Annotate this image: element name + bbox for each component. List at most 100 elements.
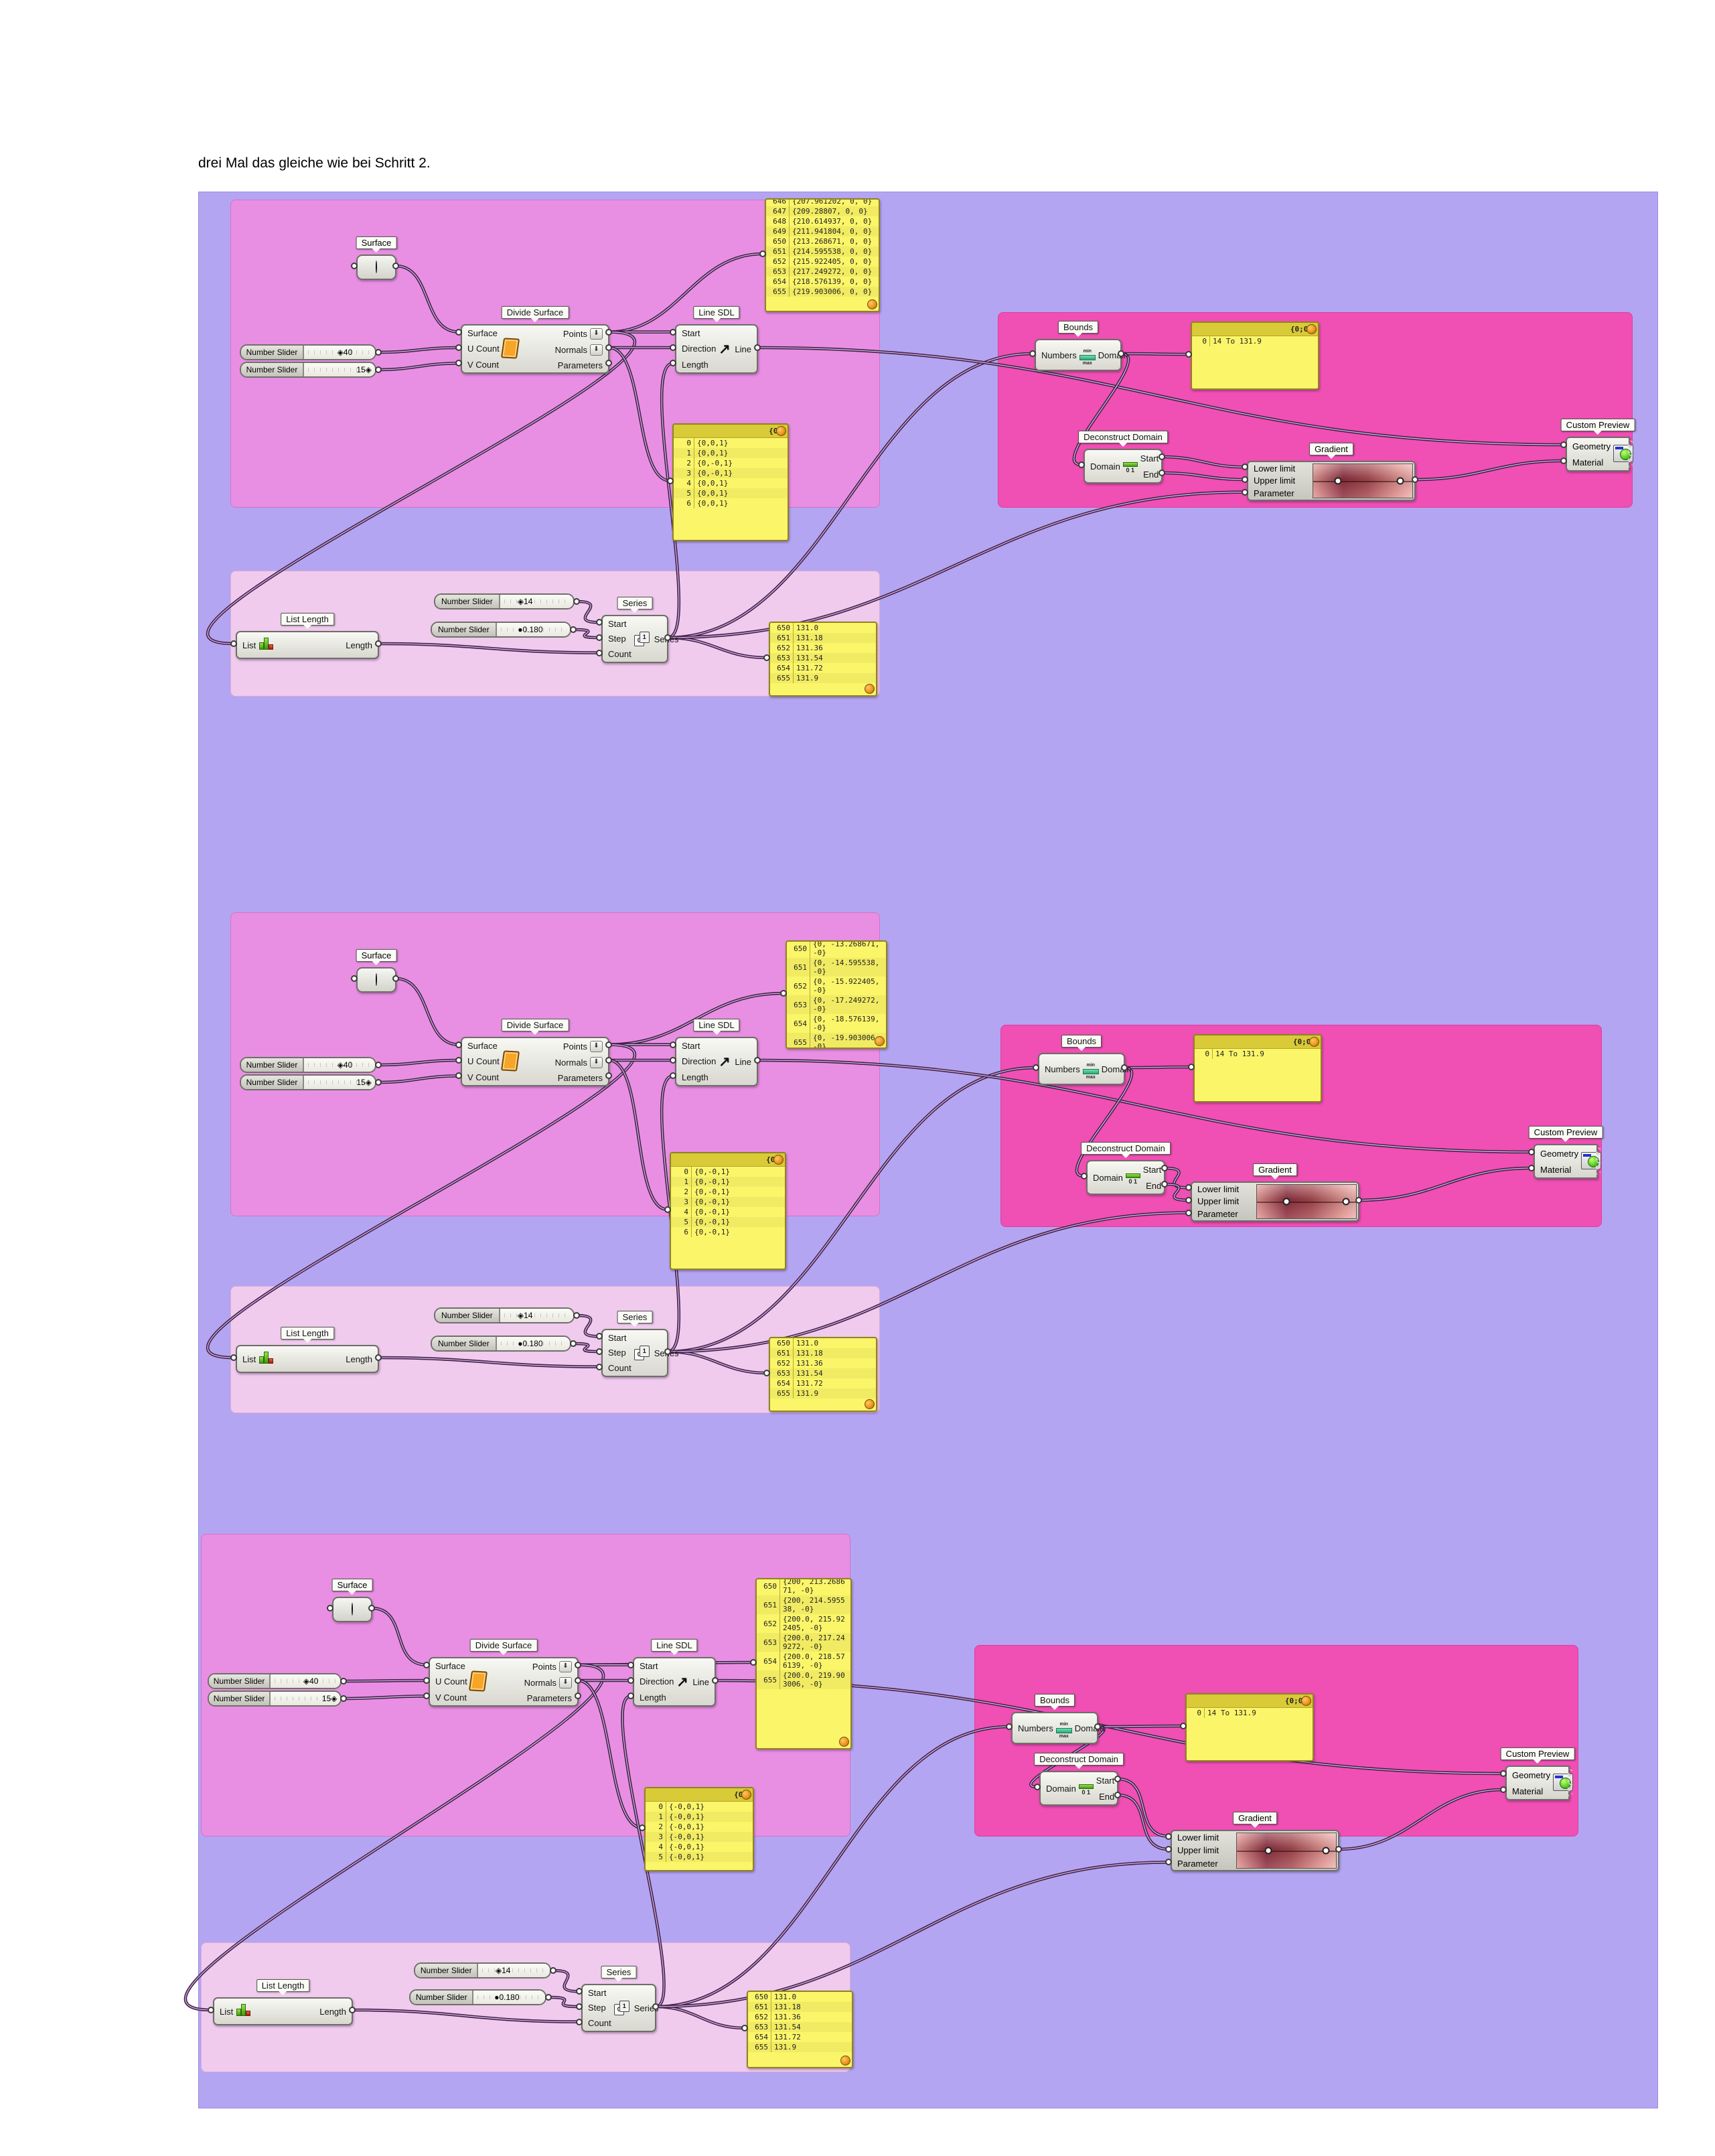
- panel-input-port[interactable]: [639, 1824, 646, 1831]
- gradient-bar[interactable]: [1256, 1184, 1357, 1219]
- gradient-colors-icon[interactable]: [1237, 1833, 1247, 1843]
- panel-grip-icon[interactable]: [839, 1737, 849, 1747]
- output-port[interactable]: [392, 975, 399, 982]
- slider-track[interactable]: ●0.180: [496, 623, 570, 636]
- panel-input-port[interactable]: [741, 2025, 748, 2031]
- slider-track[interactable]: ●0.180: [473, 1991, 545, 2004]
- slider-track[interactable]: 15◈: [271, 1692, 340, 1705]
- slider-track[interactable]: ◈14: [500, 595, 573, 608]
- input-port[interactable]: [351, 975, 358, 982]
- gradient-colors-icon[interactable]: [1257, 1185, 1267, 1195]
- gradient-bar[interactable]: [1236, 1832, 1337, 1869]
- input-port[interactable]: [627, 1677, 634, 1684]
- slider-knob[interactable]: ◈: [337, 348, 344, 357]
- output-port[interactable]: [545, 1994, 552, 2001]
- output-arrow-button[interactable]: ⬇: [590, 1056, 603, 1068]
- panel-grip-icon[interactable]: [741, 1790, 751, 1800]
- output-port[interactable]: [1159, 470, 1165, 476]
- output-port[interactable]: [1114, 1776, 1121, 1782]
- input-port[interactable]: [455, 328, 462, 336]
- slider-knob[interactable]: ◈: [365, 1078, 372, 1087]
- surface-parameter[interactable]: Surface: [356, 949, 397, 993]
- output-port[interactable]: [375, 366, 382, 373]
- output-port[interactable]: [368, 1605, 375, 1611]
- gradient-grip-knob[interactable]: [1396, 477, 1404, 485]
- panel-grip-icon[interactable]: [840, 2056, 850, 2066]
- input-port[interactable]: [1500, 1786, 1507, 1793]
- output-port[interactable]: [575, 1677, 581, 1684]
- slider-track[interactable]: ●0.180: [496, 1337, 570, 1350]
- number-slider-start[interactable]: Number Slider◈14: [434, 1307, 575, 1323]
- normals-panel[interactable]: {0}0{0,0,1}1{0,0,1}2{0,-0,1}3{0,-0,1}4{0…: [672, 423, 789, 541]
- number-slider-u[interactable]: Number Slider◈40: [240, 1057, 376, 1073]
- input-port[interactable]: [670, 1041, 676, 1048]
- output-port[interactable]: [605, 1057, 612, 1064]
- slider-knob[interactable]: ◈: [303, 1676, 310, 1686]
- panel-input-port[interactable]: [1185, 351, 1192, 358]
- output-port[interactable]: [664, 634, 671, 641]
- output-arrow-button[interactable]: ⬇: [559, 1660, 572, 1672]
- panel-input-port[interactable]: [750, 1659, 757, 1666]
- gradient-grip-knob[interactable]: [1334, 477, 1342, 485]
- output-port[interactable]: [754, 1057, 761, 1064]
- output-port[interactable]: [375, 1062, 382, 1068]
- output-port[interactable]: [1355, 1197, 1362, 1204]
- gradient-grip-knob[interactable]: [1342, 1198, 1350, 1206]
- output-port[interactable]: [605, 328, 612, 336]
- gradient-grip-knob[interactable]: [1322, 1847, 1330, 1855]
- input-port[interactable]: [1528, 1165, 1535, 1171]
- output-port[interactable]: [1159, 453, 1165, 460]
- number-slider-step[interactable]: Number Slider●0.180: [409, 1989, 546, 2005]
- gradient-grip-knob[interactable]: [1282, 1198, 1290, 1206]
- output-arrow-button[interactable]: ⬇: [590, 1040, 603, 1052]
- input-port[interactable]: [423, 1661, 430, 1668]
- panel-grip-icon[interactable]: [773, 1155, 784, 1165]
- output-port[interactable]: [340, 1678, 347, 1684]
- input-port[interactable]: [1560, 441, 1567, 448]
- panel-grip-icon[interactable]: [1301, 1696, 1311, 1706]
- input-port[interactable]: [596, 634, 603, 641]
- panel-input-port[interactable]: [664, 1206, 671, 1213]
- input-port[interactable]: [1500, 1770, 1507, 1777]
- output-port[interactable]: [1114, 1792, 1121, 1798]
- number-slider-u[interactable]: Number Slider◈40: [208, 1673, 342, 1689]
- input-port[interactable]: [230, 640, 237, 647]
- input-port[interactable]: [576, 2003, 583, 2010]
- gradient-grip-knob[interactable]: [1264, 1847, 1272, 1855]
- slider-track[interactable]: ◈40: [271, 1674, 340, 1688]
- input-port[interactable]: [670, 328, 676, 336]
- input-port[interactable]: [1165, 1832, 1172, 1840]
- output-port[interactable]: [375, 1079, 382, 1086]
- output-port[interactable]: [664, 1348, 671, 1355]
- slider-track[interactable]: 15◈: [304, 363, 375, 376]
- input-port[interactable]: [327, 1605, 333, 1611]
- input-port[interactable]: [1242, 476, 1248, 483]
- series-node[interactable]: SeriesStartStepCount01Series: [601, 1311, 679, 1377]
- input-port[interactable]: [1081, 1173, 1088, 1179]
- surface-parameter[interactable]: Surface: [331, 1579, 373, 1622]
- panel-input-port[interactable]: [759, 250, 766, 257]
- slider-knob[interactable]: ◈: [517, 597, 524, 606]
- output-port[interactable]: [1121, 1064, 1128, 1071]
- output-port[interactable]: [575, 1661, 581, 1668]
- number-slider-start[interactable]: Number Slider◈14: [414, 1962, 551, 1979]
- output-port[interactable]: [1335, 1846, 1342, 1853]
- input-port[interactable]: [1185, 1197, 1192, 1204]
- number-slider-step[interactable]: Number Slider●0.180: [431, 1336, 571, 1352]
- slider-knob[interactable]: ◈: [517, 1311, 524, 1320]
- input-port[interactable]: [455, 1057, 462, 1064]
- points-panel[interactable]: 650{0, -13.268671, -0}651{0, -14.595538,…: [786, 940, 887, 1049]
